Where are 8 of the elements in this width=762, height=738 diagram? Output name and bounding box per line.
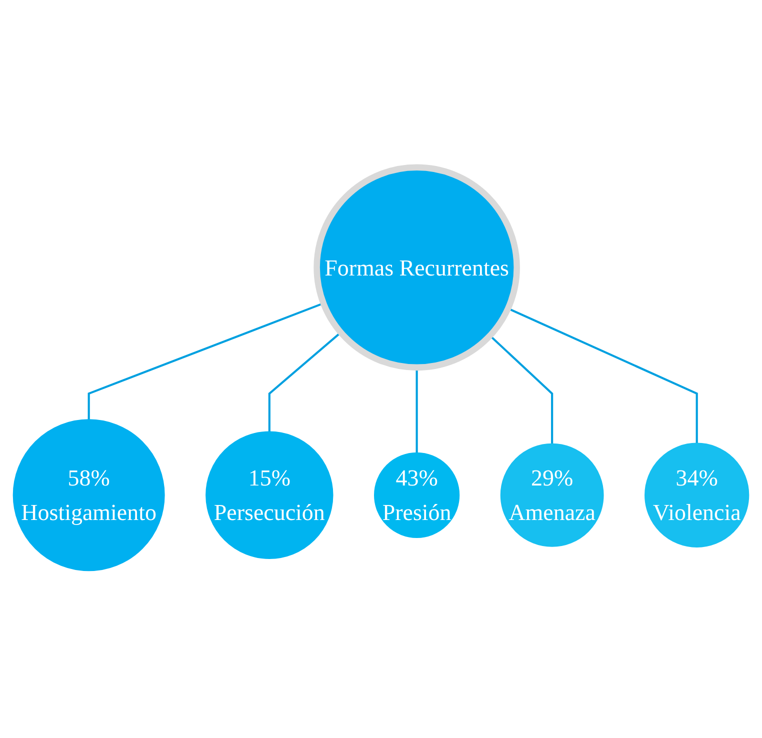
connector — [268, 332, 342, 432]
node-circle: Formas Recurrentes — [314, 164, 520, 371]
node-circle: 43% Presión — [374, 452, 460, 538]
node-circle: 58% Hostigamiento — [12, 419, 165, 572]
node-circle: 29% Amenaza — [500, 443, 604, 547]
node-circle: 34% Violencia — [644, 442, 750, 548]
node-circle: 15% Persecución — [206, 431, 334, 559]
connector — [489, 334, 554, 444]
